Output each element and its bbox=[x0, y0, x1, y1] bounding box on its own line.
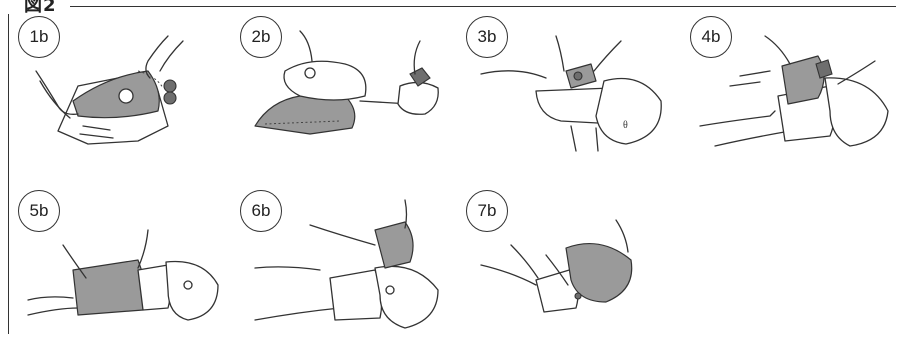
step-3b-panel: θ 3b bbox=[466, 16, 676, 166]
left-divider bbox=[8, 14, 9, 334]
step-6b-badge: 6b bbox=[240, 190, 282, 232]
top-divider bbox=[70, 6, 896, 7]
step-4b-panel: 4b bbox=[690, 16, 898, 166]
step-5b-badge: 5b bbox=[18, 190, 60, 232]
step-6b-panel: 6b bbox=[240, 190, 450, 340]
svg-text:θ: θ bbox=[623, 120, 628, 131]
step-2b-badge: 2b bbox=[240, 16, 282, 58]
figure-label: 図2 bbox=[24, 0, 57, 17]
step-1b-badge: 1b bbox=[18, 16, 60, 58]
step-3b-badge: 3b bbox=[466, 16, 508, 58]
step-2b-panel: 2b bbox=[240, 16, 450, 166]
step-1b-panel: 1b bbox=[18, 16, 228, 166]
step-5b-panel: 5b bbox=[18, 190, 228, 340]
step-7b-badge: 7b bbox=[466, 190, 508, 232]
step-7b-panel: 7b bbox=[466, 190, 676, 340]
step-4b-badge: 4b bbox=[690, 16, 732, 58]
